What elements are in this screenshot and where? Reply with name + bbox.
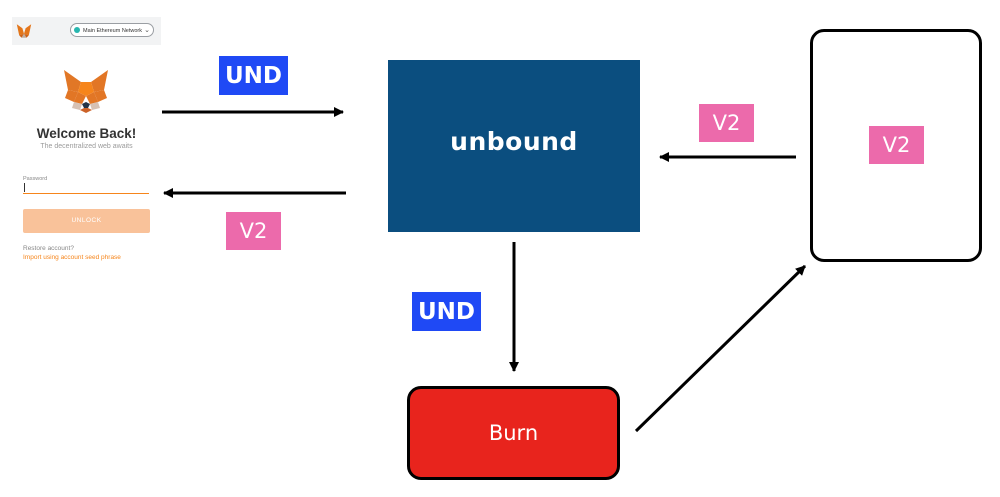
metamask-fox-icon <box>16 24 32 38</box>
metamask-logo-icon <box>64 70 108 113</box>
network-status-dot <box>74 27 80 33</box>
import-seed-phrase-link[interactable]: Import using account seed phrase <box>23 254 121 261</box>
burn-node: Burn <box>407 386 620 480</box>
v2-badge-left: V2 <box>226 212 281 250</box>
v2-badge-wallet: V2 <box>869 126 924 164</box>
burn-label: Burn <box>488 421 539 445</box>
welcome-tagline: The decentralized web awaits <box>40 143 133 150</box>
chevron-down-icon: ⌄ <box>144 27 150 34</box>
arrow-burn-to-wallet <box>634 264 807 433</box>
und-badge-top: UND <box>219 56 288 95</box>
restore-account-text: Restore account? <box>23 245 74 252</box>
metamask-header: Main Ethereum Network ⌄ <box>12 17 161 45</box>
und-badge-bottom: UND <box>412 292 481 331</box>
unbound-label: unbound <box>450 126 578 156</box>
v2-badge-middle: V2 <box>699 104 754 142</box>
unbound-node: unbound <box>388 60 640 232</box>
network-name: Main Ethereum Network <box>83 28 142 34</box>
password-field[interactable] <box>23 181 149 194</box>
welcome-title: Welcome Back! <box>36 126 137 141</box>
network-selector[interactable]: Main Ethereum Network ⌄ <box>70 23 154 37</box>
unlock-button[interactable]: UNLOCK <box>23 209 150 233</box>
password-label: Password <box>23 176 48 182</box>
text-caret <box>24 183 25 192</box>
